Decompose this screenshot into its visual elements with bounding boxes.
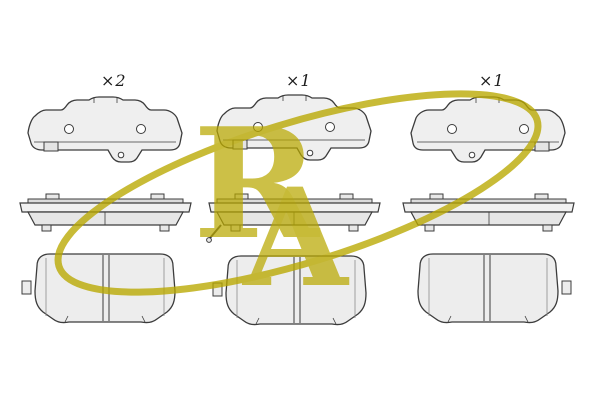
- backplate-view-left: [27, 96, 183, 163]
- edge-view-right: [402, 193, 575, 232]
- quantity-label-right: ×1: [479, 71, 505, 90]
- watermark-letter-r: R: [193, 94, 321, 273]
- watermark-letter-a: A: [241, 158, 350, 317]
- backplate-view-right: [410, 96, 566, 163]
- watermark: R A: [54, 90, 542, 317]
- watermark-ellipse: [54, 90, 542, 296]
- friction-view-right: [417, 253, 572, 324]
- quantity-label-left: ×2: [101, 71, 127, 90]
- quantity-label-middle: ×1: [286, 71, 312, 90]
- wear-indicator-pin: [206, 224, 222, 243]
